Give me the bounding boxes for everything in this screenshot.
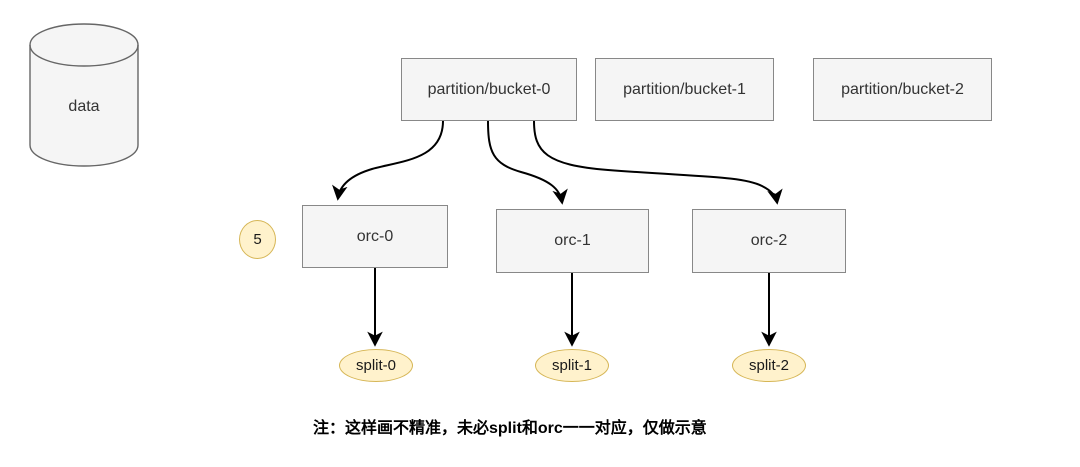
split-node-1[interactable]: split-1 bbox=[535, 349, 609, 382]
orc-node-2[interactable]: orc-2 bbox=[692, 209, 846, 273]
split-node-2[interactable]: split-2 bbox=[732, 349, 806, 382]
data-source-label: data bbox=[68, 97, 100, 115]
edge-bucket0-to-orc2 bbox=[533, 120, 783, 205]
edge-bucket0-to-orc0 bbox=[332, 120, 444, 201]
split-node-0[interactable]: split-0 bbox=[339, 349, 413, 382]
bucket-node-2[interactable]: partition/bucket-2 bbox=[813, 58, 992, 121]
cylinder-shape bbox=[29, 23, 139, 167]
orc-node-1[interactable]: orc-1 bbox=[496, 209, 649, 273]
data-source-cylinder[interactable]: data bbox=[29, 23, 139, 167]
edge-bucket0-to-orc1 bbox=[487, 120, 568, 205]
step-badge-5[interactable]: 5 bbox=[239, 220, 276, 259]
orc-node-0[interactable]: orc-0 bbox=[302, 205, 448, 268]
bucket-node-1[interactable]: partition/bucket-1 bbox=[595, 58, 774, 121]
diagram-caption: 注：这样画不精准，未必split和orc一一对应，仅做示意 bbox=[313, 420, 707, 437]
bucket-node-0[interactable]: partition/bucket-0 bbox=[401, 58, 577, 121]
